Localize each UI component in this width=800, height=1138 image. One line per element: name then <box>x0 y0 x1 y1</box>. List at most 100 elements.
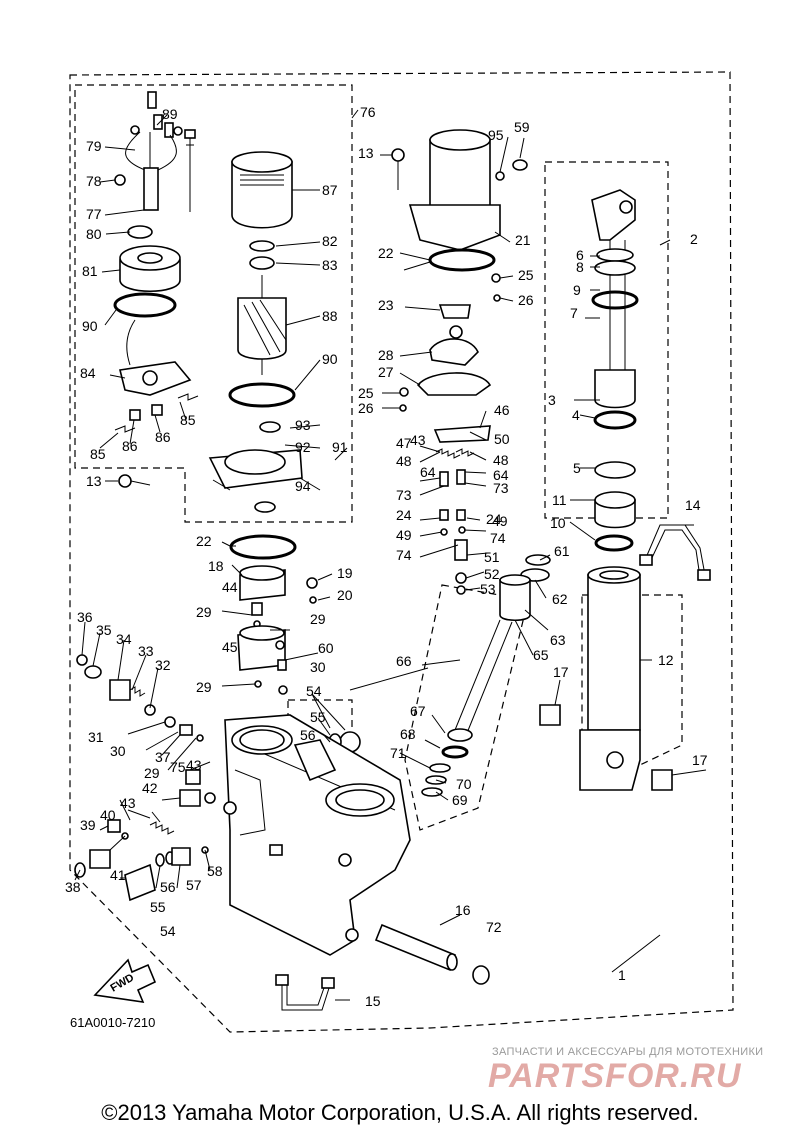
callout-label: 9 <box>573 282 581 298</box>
callout-label: 81 <box>82 263 98 279</box>
callout-label: 44 <box>222 579 238 595</box>
callout-label: 90 <box>82 318 98 334</box>
callout-label: 33 <box>138 643 154 659</box>
callout-label: 5 <box>573 460 581 476</box>
callout-label: 76 <box>360 104 376 120</box>
callout-label: 64 <box>493 467 509 483</box>
callout-label: 6 <box>576 247 584 263</box>
callout-label: 67 <box>410 703 426 719</box>
motor-group-76-outline <box>74 84 353 523</box>
callout-label: 53 <box>480 581 496 597</box>
callout-labels: 1 2 3 4 5 6 7 8 9 10 11 12 13 13 14 15 1… <box>65 104 708 1030</box>
callout-label: 51 <box>484 549 500 565</box>
callout-label: 21 <box>515 232 531 248</box>
callout-label: 89 <box>162 106 178 122</box>
callout-label: 48 <box>396 453 412 469</box>
callout-label: 74 <box>396 547 412 563</box>
callout-label: 28 <box>378 347 394 363</box>
callout-label: 38 <box>65 879 81 895</box>
callout-label: 41 <box>110 867 126 883</box>
callout-label: 72 <box>486 919 502 935</box>
watermark: ЗАПЧАСТИ И АКСЕССУАРЫ ДЛЯ МОТОТЕХНИКИ PA… <box>488 1046 763 1095</box>
pump-parts <box>74 534 361 902</box>
callout-label: 14 <box>685 497 701 513</box>
callout-label: 8 <box>576 259 584 275</box>
callout-label: 47 <box>396 435 412 451</box>
callout-label: 86 <box>155 429 171 445</box>
callout-label: 66 <box>396 653 412 669</box>
callout-label: 10 <box>550 515 566 531</box>
callout-label: 23 <box>378 297 394 313</box>
callout-label: 56 <box>300 727 316 743</box>
callout-label: 43 <box>120 795 136 811</box>
callout-label: 52 <box>484 566 500 582</box>
callout-label: 55 <box>310 709 326 725</box>
callout-label: 2 <box>690 231 698 247</box>
callout-label: 69 <box>452 792 468 808</box>
callout-label: 29 <box>310 611 326 627</box>
callout-label: 73 <box>396 487 412 503</box>
reservoir-parts <box>391 129 528 443</box>
callout-label: 49 <box>492 513 508 529</box>
callout-label: 30 <box>310 659 326 675</box>
main-housing <box>223 714 490 1011</box>
callout-label: 1 <box>618 967 626 983</box>
callout-label: 43 <box>186 757 202 773</box>
callout-label: 25 <box>358 385 374 401</box>
callout-label: 20 <box>337 587 353 603</box>
callout-label: 83 <box>322 257 338 273</box>
callout-label: 74 <box>490 530 506 546</box>
callout-label: 17 <box>553 664 569 680</box>
callout-label: 31 <box>88 729 104 745</box>
callout-label: 56 <box>160 879 176 895</box>
callout-label: 15 <box>365 993 381 1009</box>
leader-lines <box>74 109 707 1001</box>
callout-label: 46 <box>494 402 510 418</box>
callout-label: 35 <box>96 622 112 638</box>
callout-label: 19 <box>337 565 353 581</box>
callout-label: 50 <box>494 431 510 447</box>
callout-label: 55 <box>150 899 166 915</box>
callout-label: 48 <box>493 452 509 468</box>
callout-label: 29 <box>144 765 160 781</box>
trim-cylinder-parts <box>539 524 711 791</box>
callout-label: 79 <box>86 138 102 154</box>
cylinder-group-2-outline <box>544 161 669 519</box>
callout-label: 34 <box>116 631 132 647</box>
callout-label: 77 <box>86 206 102 222</box>
callout-label: 13 <box>358 145 374 161</box>
callout-label: 91 <box>332 439 348 455</box>
callout-label: 13 <box>86 473 102 489</box>
callout-label: 49 <box>396 527 412 543</box>
callout-label: 80 <box>86 226 102 242</box>
callout-label: 42 <box>142 780 158 796</box>
callout-label: 88 <box>322 308 338 324</box>
callout-label: 30 <box>110 743 126 759</box>
callout-label: 7 <box>570 305 578 321</box>
callout-label: 86 <box>122 438 138 454</box>
callout-label: 62 <box>552 591 568 607</box>
callout-label: 4 <box>572 407 580 423</box>
valve-parts <box>435 448 475 595</box>
callout-label: 54 <box>160 923 176 939</box>
forward-arrow-icon: FWD <box>93 958 157 1003</box>
watermark-logo: PARTSFOR.RU <box>488 1057 742 1095</box>
callout-label: 32 <box>155 657 171 673</box>
callout-label: 90 <box>322 351 338 367</box>
callout-label: 63 <box>550 632 566 648</box>
callout-label: 24 <box>396 507 412 523</box>
callout-label: 64 <box>420 464 436 480</box>
callout-label: 82 <box>322 233 338 249</box>
callout-label: 73 <box>493 480 509 496</box>
callout-label: 11 <box>552 492 567 508</box>
callout-label: 95 <box>488 127 504 143</box>
callout-label: 22 <box>378 245 394 261</box>
callout-label: 36 <box>77 609 93 625</box>
callout-label: 40 <box>100 807 116 823</box>
callout-label: 71 <box>390 745 406 761</box>
piston-parts <box>421 554 551 797</box>
callout-label: 29 <box>196 679 212 695</box>
callout-label: 39 <box>80 817 96 833</box>
callout-label: 84 <box>80 365 96 381</box>
